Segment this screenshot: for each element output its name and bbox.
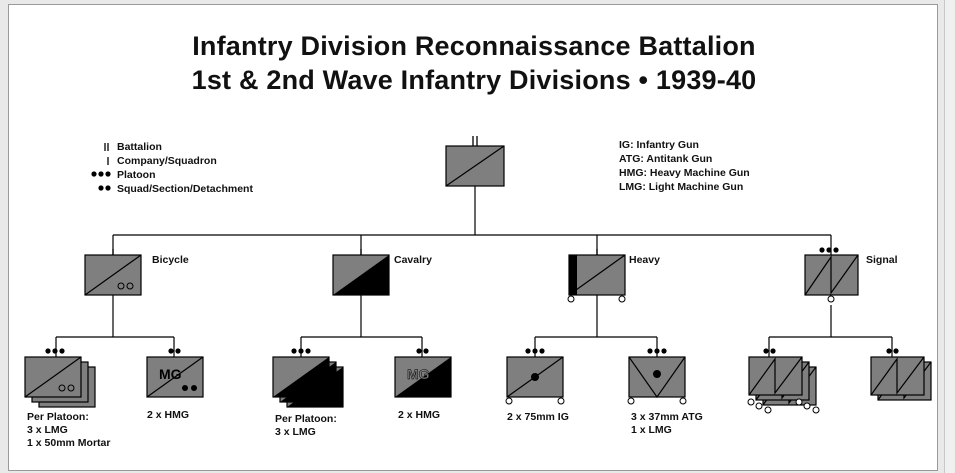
- note-line: 3 x 37mm ATG: [631, 411, 703, 423]
- legend-company: Company/Squadron: [117, 155, 217, 167]
- signal-platoon: [804, 247, 859, 303]
- bicycle-platoons: [24, 348, 96, 408]
- legend-lmg: LMG: Light Machine Gun: [619, 181, 744, 193]
- connectors: [55, 186, 893, 357]
- legend-symbols: [91, 143, 111, 191]
- title-line-2: 1st & 2nd Wave Infantry Divisions • 1939…: [191, 65, 757, 95]
- label-heavy: Heavy: [629, 254, 660, 266]
- legend-battalion: Battalion: [117, 141, 162, 153]
- legend-hmg: HMG: Heavy Machine Gun: [619, 167, 750, 179]
- note-line: 1 x LMG: [631, 424, 672, 436]
- label-cavalry: Cavalry: [394, 254, 432, 266]
- legend-squad: Squad/Section/Detachment: [117, 183, 253, 195]
- note-line: 2 x HMG: [398, 409, 441, 421]
- org-chart: MG MG: [24, 136, 932, 414]
- cavalry-platoons: [272, 348, 344, 408]
- heavy-company: [567, 249, 626, 303]
- squad-dot: [98, 185, 104, 191]
- vertical-scrollbar[interactable]: [944, 0, 955, 473]
- note-bicycle-hmg: 2 x HMG: [147, 409, 189, 422]
- platoon-dot: [98, 171, 104, 177]
- cavalry-company: [332, 249, 390, 296]
- squad-dot: [105, 185, 111, 191]
- title-line-1: Infantry Division Reconnaissance Battali…: [192, 31, 756, 61]
- note-heavy-atg: 3 x 37mm ATG 1 x LMG: [631, 411, 703, 437]
- label-signal: Signal: [866, 254, 898, 266]
- heavy-atg-section: [627, 348, 687, 405]
- bicycle-company: [84, 249, 142, 296]
- legend-atg: ATG: Antitank Gun: [619, 153, 713, 165]
- note-cavalry-hmg: 2 x HMG: [398, 409, 440, 422]
- platoon-dot: [105, 171, 111, 177]
- note-line: 3 x LMG: [27, 424, 68, 436]
- note-line: 3 x LMG: [275, 426, 316, 438]
- note-line: 1 x 50mm Mortar: [27, 437, 111, 449]
- note-line: Per Platoon:: [27, 411, 89, 423]
- legend-ig: IG: Infantry Gun: [619, 139, 699, 151]
- signal-sections-pair: [870, 348, 932, 401]
- legend-platoon: Platoon: [117, 169, 156, 181]
- signal-sections-stacked: [747, 348, 820, 414]
- battalion-hq: [445, 136, 505, 187]
- mg-label: MG: [159, 366, 182, 382]
- bicycle-hmg-section: MG: [146, 348, 204, 398]
- document-page: Infantry Division Reconnaissance Battali…: [8, 4, 938, 471]
- note-line: 2 x 75mm IG: [507, 411, 569, 423]
- note-heavy-ig: 2 x 75mm IG: [507, 411, 569, 424]
- platoon-dot: [91, 171, 97, 177]
- mg-label: MG: [407, 366, 430, 382]
- heavy-ig-section: [505, 348, 565, 405]
- label-bicycle: Bicycle: [152, 254, 189, 266]
- cavalry-hmg-section: MG: [394, 348, 452, 398]
- note-line: 2 x HMG: [147, 409, 190, 421]
- note-cavalry-platoon: Per Platoon: 3 x LMG: [275, 413, 337, 439]
- note-line: Per Platoon:: [275, 413, 337, 425]
- note-bicycle-platoon: Per Platoon: 3 x LMG 1 x 50mm Mortar: [27, 411, 110, 450]
